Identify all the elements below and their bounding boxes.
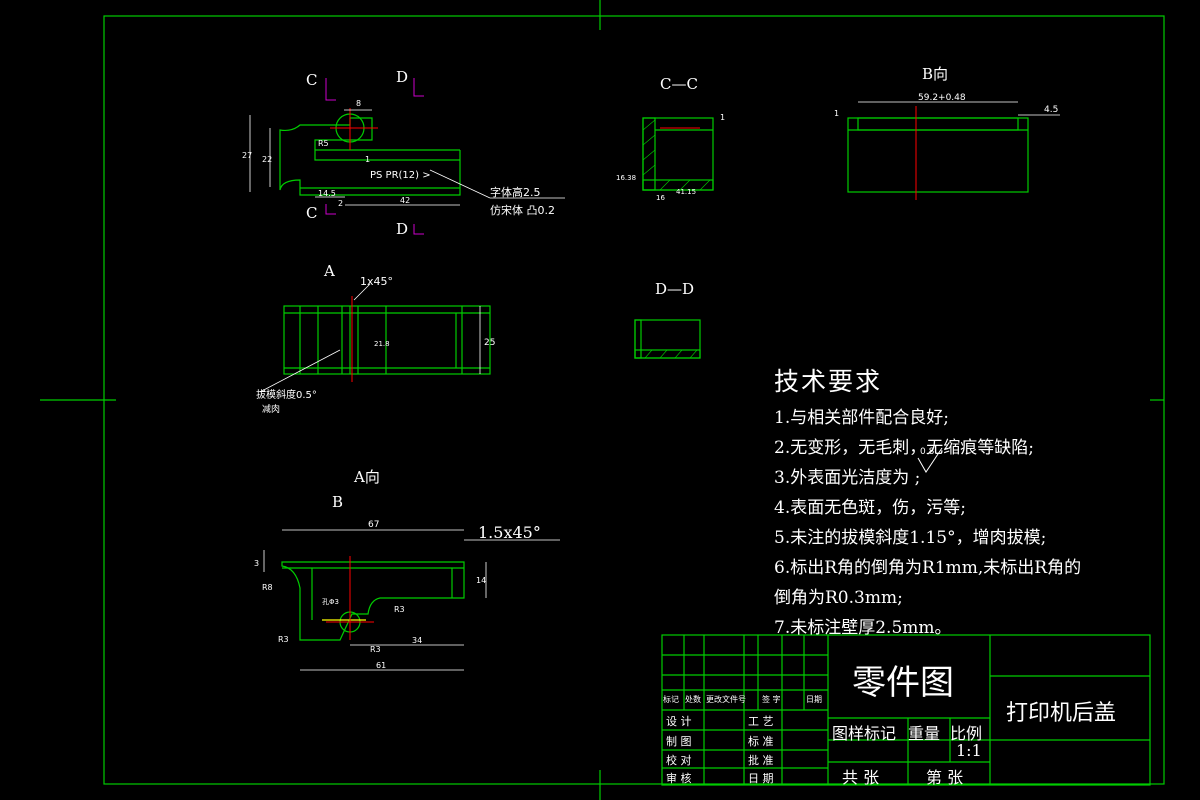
- dim-b-59: 59.2+0.48: [918, 93, 966, 103]
- a-view-title: A向: [353, 468, 380, 486]
- sheets-total: 共 张: [842, 768, 880, 787]
- dim-a-hole: 孔Φ3: [322, 598, 339, 606]
- dim-b-1: 1: [834, 109, 839, 118]
- drawing-frame: [40, 0, 1165, 800]
- title-block-grid: [661, 634, 1151, 786]
- dim-cc-w: 16: [656, 194, 665, 202]
- dim-top-1: 1: [365, 155, 370, 164]
- dim-front-inner: 21.8: [374, 340, 390, 348]
- dim-front-chamfer: 1x45°: [360, 275, 393, 288]
- surface-finish-symbol: [917, 447, 943, 473]
- dim-top-27: 27: [242, 151, 252, 160]
- note-draft-sub: 减肉: [262, 403, 280, 415]
- mark-header-scale: 比例: [950, 724, 983, 743]
- tech-requirements: 技术要求 1.与相关部件配合良好; 2.无变形，无毛刺，无缩痕等缺陷; 3.外表…: [774, 362, 1081, 638]
- dim-b-4-5: 4.5: [1044, 105, 1058, 115]
- tech-item: 3.外表面光洁度为 ;: [774, 468, 921, 488]
- header-mark: 标记: [663, 695, 679, 704]
- dim-a-chamfer: 1.5x45°: [478, 523, 541, 542]
- section-d-marker-top: D: [396, 68, 408, 86]
- drawing-type: 零件图: [852, 663, 954, 703]
- b-view-title: B向: [922, 65, 948, 83]
- row-process: 工 艺: [748, 715, 774, 728]
- b-marker: B: [332, 493, 343, 511]
- note-font: 仿宋体 凸0.2: [490, 203, 555, 217]
- tech-item: 2.无变形，无毛刺，无缩痕等缺陷;: [774, 438, 1034, 458]
- cc-hatch: [642, 119, 711, 191]
- top-view: [279, 113, 461, 196]
- section-c-marker-bottom: C: [306, 204, 317, 222]
- b-view-dims: [858, 101, 1060, 116]
- section-arrow-marks: [325, 78, 424, 235]
- dim-top-8: 8: [356, 99, 361, 108]
- dim-cc-w2: 41.15: [676, 188, 696, 196]
- a-view-dims: [263, 529, 560, 671]
- top-view-dims: [249, 109, 565, 206]
- cc-section-title: C—C: [660, 75, 698, 93]
- dim-top-2: 2: [338, 199, 343, 208]
- section-d-marker-bottom: D: [396, 220, 408, 238]
- tech-item: 1.与相关部件配合良好;: [774, 408, 949, 428]
- dim-a-r3-bottom: R3: [370, 645, 381, 654]
- scale-value: 1:1: [956, 741, 982, 760]
- dim-a-14: 14: [476, 576, 486, 585]
- tech-item: 倒角为R0.3mm;: [774, 588, 903, 608]
- dim-top-22: 22: [262, 155, 272, 164]
- dim-a-3: 3: [254, 559, 259, 568]
- dim-a-34: 34: [412, 636, 422, 645]
- dim-a-r3-right: R3: [394, 605, 405, 614]
- dim-a-67: 67: [368, 520, 379, 530]
- row-draw: 制 图: [666, 735, 692, 748]
- top-view-centerlines: [330, 108, 378, 150]
- dim-top-42: 42: [400, 196, 410, 205]
- tech-item: 6.标出R角的倒角为R1mm,未标出R角的: [774, 558, 1082, 578]
- header-count: 处数: [685, 695, 701, 704]
- dim-cc-h: 16.38: [616, 174, 636, 182]
- header-change-doc: 更改文件号: [706, 695, 746, 704]
- a-view: [281, 561, 465, 641]
- row-date: 日 期: [748, 772, 774, 785]
- sheet-number: 第 张: [926, 768, 964, 787]
- a-view-centerlines: [326, 556, 374, 640]
- dim-cc-1: 1: [720, 113, 725, 122]
- note-char-height: 字体高2.5: [490, 185, 541, 199]
- dim-a-r8: R8: [262, 583, 273, 592]
- header-sign: 签 字: [762, 695, 781, 704]
- dd-section-title: D—D: [655, 280, 694, 298]
- dim-a-61: 61: [376, 661, 386, 670]
- b-view: [847, 117, 1029, 193]
- tech-item: 5.未注的拔模斜度1.15°，增肉拔模;: [774, 528, 1047, 548]
- a-marker: A: [323, 262, 335, 280]
- front-dims: [259, 283, 481, 393]
- dim-top-14-5: 14.5: [318, 189, 336, 198]
- dd-section: [634, 319, 701, 359]
- front-view: [283, 305, 491, 375]
- dim-top-r: R5: [318, 139, 329, 148]
- row-review: 审 核: [666, 772, 692, 785]
- cc-section: [642, 117, 714, 191]
- section-c-marker-top: C: [306, 71, 317, 89]
- mark-header-weight: 重量: [908, 724, 941, 743]
- row-design: 设 计: [666, 715, 692, 728]
- note-draft: 拔模斜度0.5°: [256, 388, 317, 401]
- dd-hatch: [644, 349, 698, 359]
- row-approve: 批 准: [748, 754, 774, 767]
- surface-finish-value: 0.8: [920, 447, 935, 457]
- dim-front-25: 25: [484, 338, 495, 348]
- tech-item: 4.表面无色斑，伤，污等;: [774, 498, 966, 518]
- row-check: 校 对: [666, 754, 692, 767]
- tech-requirements-title: 技术要求: [774, 367, 883, 396]
- emboss-text: PS PR(12) >: [370, 170, 431, 181]
- header-date: 日期: [806, 695, 822, 704]
- dim-a-r3-left: R3: [278, 635, 289, 644]
- part-name: 打印机后盖: [1006, 701, 1117, 726]
- tech-item: 7.未标注壁厚2.5mm。: [774, 618, 952, 638]
- mark-header-pattern: 图样标记: [832, 724, 897, 743]
- row-standard: 标 准: [748, 735, 774, 748]
